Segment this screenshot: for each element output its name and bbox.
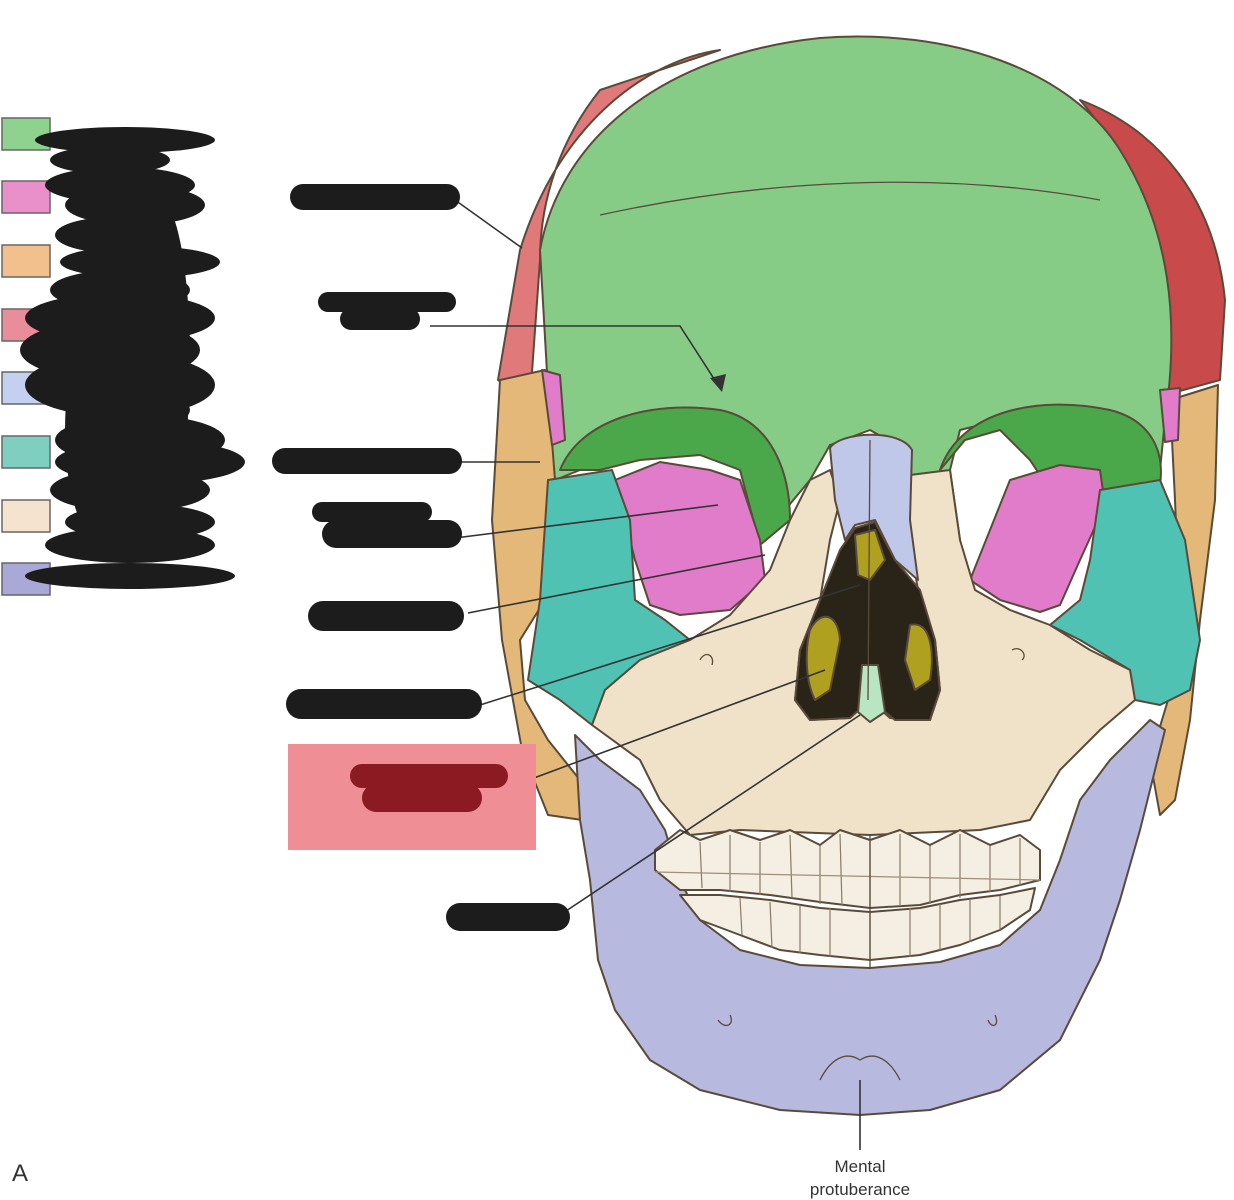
legend-swatch-temporal [1,244,51,278]
sphenoid-sliver-left [541,369,566,446]
sphenoid-bone-right [969,464,1106,613]
redacted-label-6 [286,689,482,719]
vomer [857,664,886,723]
legend-swatch-frontal [1,117,51,151]
label-mental-line1: Mental [834,1157,885,1176]
redacted-label-8 [446,903,570,931]
teeth-lower [679,887,1036,961]
arrowhead [710,374,726,392]
redacted-label-4 [312,502,432,522]
redacted-label-5 [308,601,464,631]
parietal-bone-left [497,49,721,401]
panel-letter: A [12,1160,29,1187]
redacted-label-2b [340,308,420,330]
legend-redaction [20,127,245,589]
skull [491,35,1226,1116]
nasal-bone [829,433,919,581]
skull-details [599,181,1101,1081]
legend [1,117,51,596]
sphenoid-bone-left [614,461,766,616]
highlight-redaction [350,764,508,812]
label-mental-line2: protuberance [810,1180,910,1199]
ethmoid-left [805,615,841,701]
redacted-label-4b [322,520,462,548]
mandible [574,719,1166,1116]
redacted-label-3 [272,448,462,474]
redacted-label-2 [318,292,456,312]
legend-swatch-maxilla [1,499,51,533]
teeth-upper [654,829,1041,909]
leader-lines [430,199,861,1150]
redacted-label-1 [290,184,460,210]
redacted-labels [272,184,570,931]
legend-swatch-zygomatic [1,435,51,469]
sphenoid-sliver-right [1159,387,1181,443]
ethmoid-right [904,623,933,691]
legend-swatch-sphenoid [1,180,51,214]
ethmoid-upper [854,529,886,581]
